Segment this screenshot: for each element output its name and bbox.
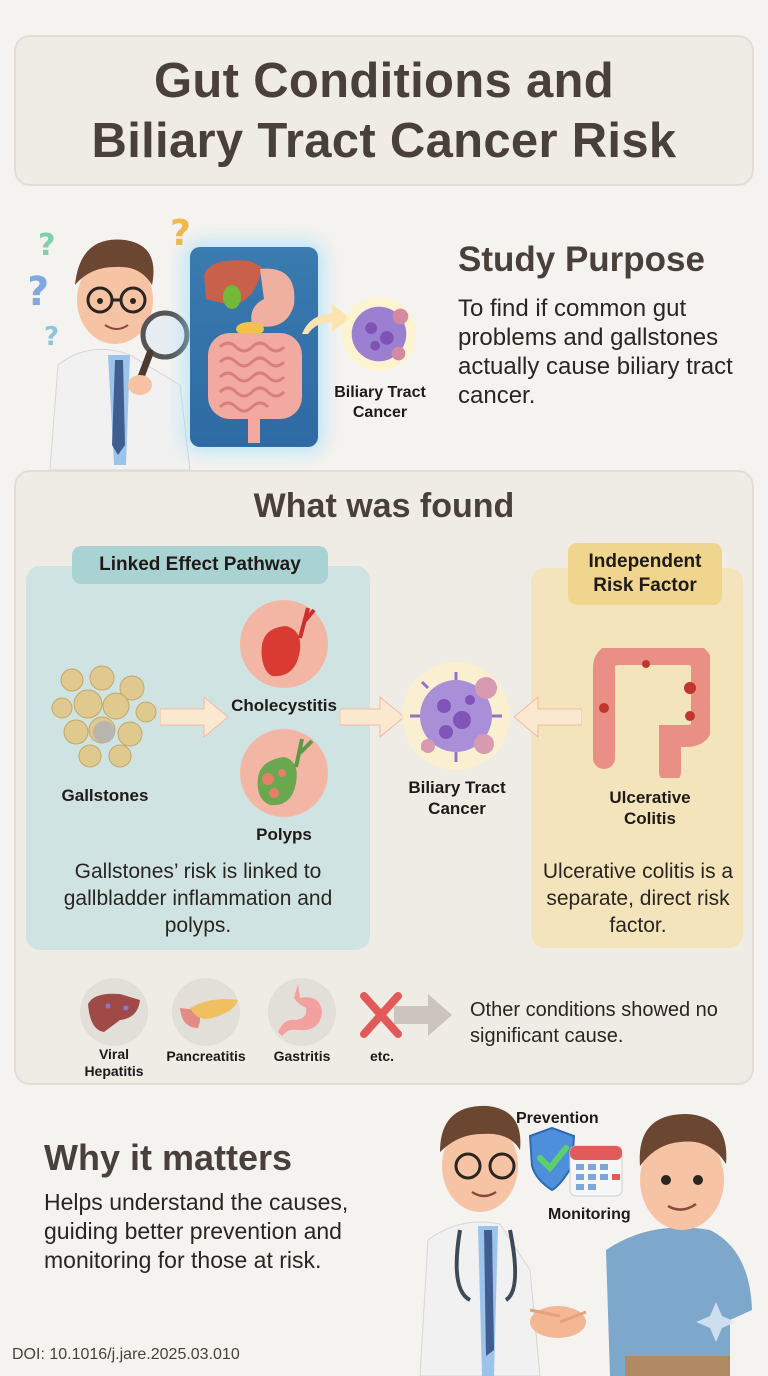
biliary-cancer-label: Biliary Tract Cancer	[408, 778, 506, 818]
title-line-1: Gut Conditions and	[154, 53, 614, 108]
study-purpose-text: To find if common gut problems and galls…	[458, 295, 733, 409]
gallstones-label: Gallstones	[61, 786, 149, 805]
gastritis-label: Gastritis	[273, 1048, 331, 1064]
arrow-right-icon	[160, 695, 229, 739]
ulcerative-colitis-label: Ulcerative Colitis	[580, 787, 720, 829]
doctor-patient-handshake-icon	[419, 1105, 752, 1376]
biliary-cancer-cell-icon	[402, 662, 510, 770]
doi-citation: DOI: 10.1016/j.jare.2025.03.010	[12, 1346, 240, 1363]
hepatitis-line-1: Viral	[98, 1046, 130, 1062]
stomach-icon	[278, 984, 322, 1036]
scientist-illustration-icon: ? ? ? ?	[30, 215, 191, 470]
why-it-matters-text: Helps understand the causes, guiding bet…	[44, 1189, 349, 1273]
linked-pathway-summary: Gallstones’ risk is linked to gallbladde…	[63, 860, 333, 937]
pancreatitis-label: Pancreatitis	[166, 1048, 246, 1064]
linked-pathway-tag: Linked Effect Pathway	[72, 546, 328, 584]
arrow-right-icon	[340, 695, 405, 739]
independent-risk-box	[531, 568, 743, 948]
independent-risk-tag: Independent Risk Factor	[568, 543, 722, 605]
arrow-right-icon	[302, 304, 350, 334]
svg-text:?: ?	[44, 322, 59, 352]
pancreas-icon	[180, 999, 238, 1028]
prevention-label: Prevention	[516, 1110, 599, 1127]
gallbladder-polyps-icon	[240, 729, 328, 817]
title-card: Gut Conditions and Biliary Tract Cancer …	[14, 35, 754, 186]
independent-tag-line-1: Independent	[588, 551, 702, 572]
uc-label-line-2: Colitis	[624, 809, 676, 828]
other-conditions-summary: Other conditions showed no significant c…	[470, 999, 718, 1047]
viral-hepatitis-label: Viral Hepatitis	[74, 1046, 154, 1080]
arrow-left-icon	[513, 695, 582, 739]
inflamed-gallbladder-icon	[240, 600, 328, 688]
independent-risk-summary: Ulcerative colitis is a separate, direct…	[542, 860, 734, 937]
cholecystitis-label: Cholecystitis	[231, 696, 337, 715]
why-it-matters-heading: Why it matters	[44, 1137, 293, 1178]
etc-label: etc.	[369, 1048, 395, 1064]
gastritis-badge	[268, 978, 336, 1046]
liver-icon	[88, 993, 140, 1032]
svg-text:?: ?	[30, 269, 49, 315]
gallstones-icon	[51, 665, 157, 768]
independent-tag-line-2: Risk Factor	[593, 575, 697, 596]
title-line-2: Biliary Tract Cancer Risk	[91, 113, 677, 168]
digestive-system-icon	[204, 260, 302, 443]
polyps-label: Polyps	[256, 825, 312, 844]
cancer-cell-icon	[341, 296, 417, 372]
findings-heading: What was found	[253, 487, 515, 525]
cancer-label-top: Biliary Tract Cancer	[334, 384, 426, 421]
pancreatitis-badge	[172, 978, 240, 1046]
svg-text:?: ?	[170, 215, 191, 254]
red-x-arrow-icon	[360, 992, 452, 1038]
hepatitis-line-2: Hepatitis	[84, 1063, 144, 1079]
uc-label-line-1: Ulcerative	[609, 788, 691, 807]
study-purpose-heading: Study Purpose	[458, 240, 705, 279]
svg-text:?: ?	[38, 228, 55, 263]
colon-icon	[593, 648, 710, 778]
viral-hepatitis-badge	[80, 978, 148, 1046]
digestive-anatomy-panel	[190, 247, 318, 447]
monitoring-label: Monitoring	[548, 1206, 631, 1223]
